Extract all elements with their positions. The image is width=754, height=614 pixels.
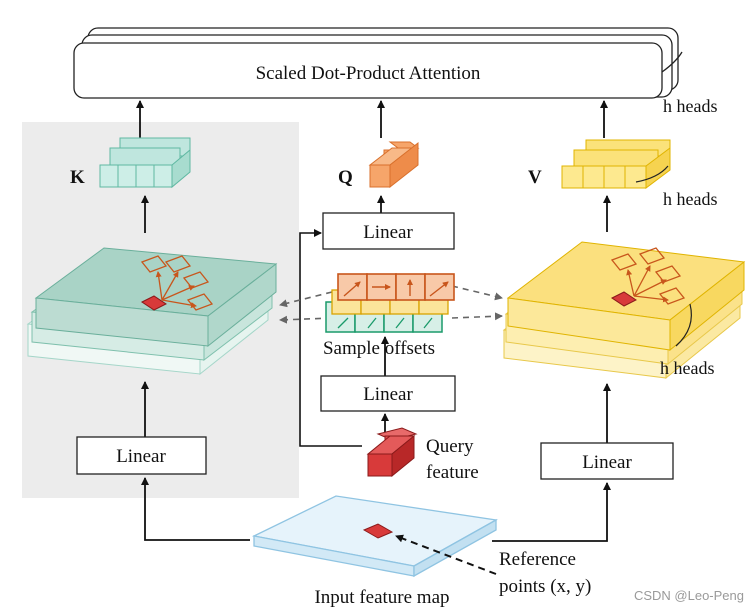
- sample-offsets-tensor: [325, 273, 455, 333]
- linear-offsets-label: Linear: [363, 384, 413, 405]
- arrow-input-to-linear-k: [141, 477, 250, 541]
- attention-label: Scaled Dot-Product Attention: [256, 63, 481, 84]
- linear-k-label: Linear: [116, 446, 166, 467]
- key-tensor: [99, 137, 191, 189]
- attention-block: Scaled Dot-Product Attention: [73, 27, 683, 99]
- reference-points-line2: points (x, y): [499, 576, 591, 597]
- linear-k-box: [76, 436, 207, 475]
- arrow-input-to-linear-v: [492, 482, 611, 542]
- arrow-query-to-linear-q: [299, 229, 362, 447]
- watermark: CSDN @Leo-Peng: [634, 588, 744, 603]
- k-label: K: [70, 167, 85, 188]
- linear-q-box: [322, 212, 455, 250]
- linear-offsets-box: [320, 375, 456, 412]
- key-feature-map: [26, 247, 278, 376]
- arrow-reference-points: [395, 534, 497, 575]
- linear-v-box: [540, 442, 674, 480]
- value-feature-map: [502, 241, 746, 380]
- dashed-sampling-arrows: [279, 285, 503, 324]
- input-feature-map-label: Input feature map: [314, 587, 449, 608]
- linear-q-label: Linear: [363, 222, 413, 243]
- value-tensor: [561, 139, 671, 189]
- sample-offsets-label: Sample offsets: [323, 338, 435, 359]
- input-feature-map: [251, 495, 498, 578]
- reference-points-line1: Reference: [499, 549, 576, 570]
- heads-label-v: h heads: [663, 189, 717, 209]
- query-feature-line2: feature: [426, 462, 479, 483]
- query-tensor: [368, 141, 420, 189]
- heads-label-top: h heads: [663, 96, 717, 116]
- v-label: V: [528, 167, 542, 188]
- query-feature-tensor: [366, 427, 418, 478]
- query-feature-line1: Query: [426, 436, 474, 457]
- q-label: Q: [338, 167, 353, 188]
- heads-label-right: h heads: [660, 358, 714, 378]
- linear-v-label: Linear: [582, 452, 632, 473]
